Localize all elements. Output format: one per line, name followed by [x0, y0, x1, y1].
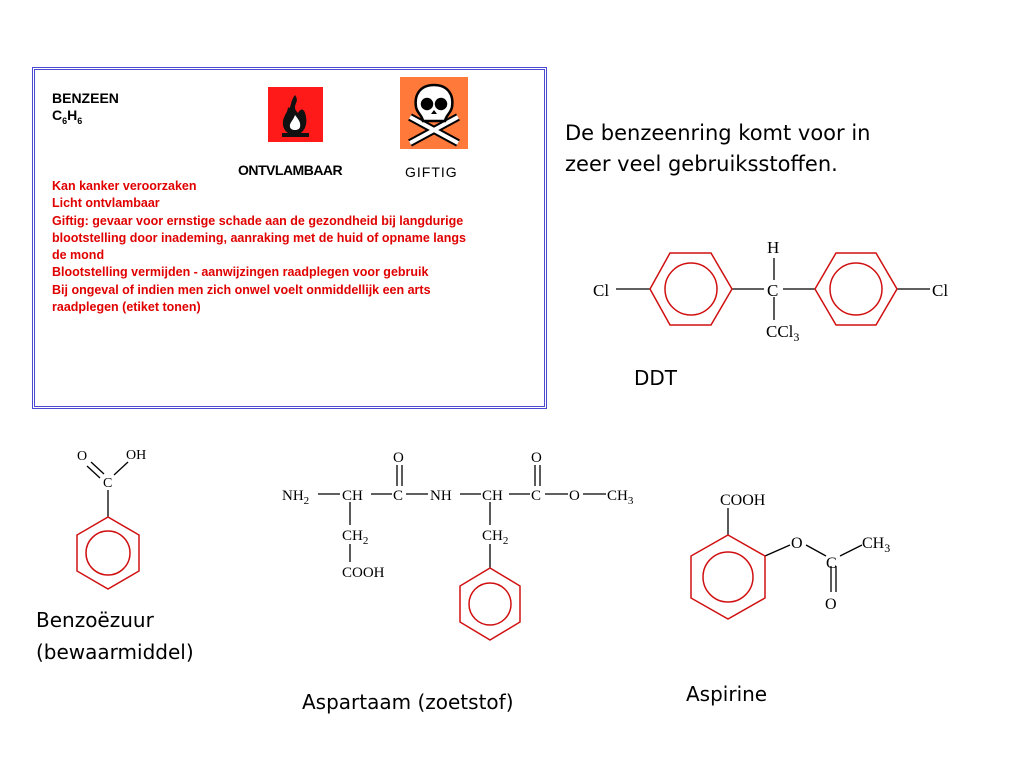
atom-c: C — [393, 488, 403, 504]
atom-c: C — [103, 476, 112, 491]
ddt-caption: DDT — [634, 366, 678, 390]
atom-ch: CH — [342, 488, 363, 504]
warning-line: Giftig: gevaar voor ernstige schade aan … — [52, 213, 464, 228]
substance-formula: C6H6 — [52, 107, 83, 126]
toxic-caption: GIFTIG — [405, 164, 458, 180]
warning-line: Licht ontvlambaar — [52, 196, 160, 211]
atom-cooh: COOH — [720, 492, 766, 509]
atom-nh: NH — [430, 488, 452, 504]
atom-o: O — [531, 450, 542, 466]
substance-title: BENZEEN — [52, 90, 119, 106]
flammable-caption: ONTVLAMBAAR — [238, 162, 343, 178]
atom-nh2: NH2 — [282, 488, 309, 507]
warning-line: Bij ongeval of indien men zich onwel voe… — [52, 282, 431, 297]
atom-c: C — [767, 281, 778, 300]
caption-line: Benzoëzuur — [36, 608, 154, 632]
aspirin-caption: Aspirine — [686, 682, 768, 706]
warning-line: Kan kanker veroorzaken — [52, 179, 197, 193]
substance-name: BENZEEN C6H6 — [52, 90, 119, 130]
benzene-ring — [459, 567, 521, 641]
warning-text: Kan kanker veroorzaken Licht ontvlambaar… — [52, 178, 532, 316]
atom-ch3: CH3 — [607, 488, 634, 507]
atom-o: O — [77, 449, 87, 464]
atom-ch3: CH3 — [862, 535, 890, 555]
warning-line: blootstelling door inademing, aanraking … — [52, 230, 466, 245]
atom-o: O — [825, 596, 837, 613]
atom-o: O — [393, 450, 404, 466]
warning-line: Blootstelling vermijden - aanwijzingen r… — [52, 265, 429, 280]
atom-c: C — [826, 555, 837, 572]
warning-line: de mond — [52, 248, 105, 263]
atom-ccl3: CCl3 — [766, 322, 799, 344]
benzoic-acid-caption: Benzoëzuur (bewaarmiddel) — [36, 604, 194, 668]
intro-text: De benzeenring komt voor in zeer veel ge… — [565, 118, 870, 180]
benzene-ring — [76, 516, 140, 590]
benzene-ring — [814, 252, 898, 326]
atom-ch: CH — [482, 488, 503, 504]
atom-h: H — [767, 238, 779, 257]
atom-o: O — [791, 535, 803, 552]
atom-ch2: CH2 — [482, 528, 508, 547]
benzene-ring — [649, 252, 733, 326]
caption-line: (bewaarmiddel) — [36, 640, 194, 664]
atom-o: O — [569, 488, 580, 504]
atom-c: C — [531, 488, 541, 504]
warning-line: raadplegen (etiket tonen) — [52, 300, 201, 315]
intro-line: zeer veel gebruiksstoffen. — [565, 152, 838, 176]
aspartame-caption: Aspartaam (zoetstof) — [302, 690, 514, 714]
atom-cooh: COOH — [342, 565, 385, 581]
flammable-icon — [268, 87, 323, 142]
atom-cl: Cl — [932, 281, 948, 300]
benzene-ring — [690, 534, 766, 620]
atom-oh: OH — [126, 448, 146, 463]
intro-line: De benzeenring komt voor in — [565, 121, 871, 145]
atom-cl: Cl — [593, 281, 609, 300]
skull-icon — [400, 77, 468, 149]
atom-ch2: CH2 — [342, 528, 368, 547]
